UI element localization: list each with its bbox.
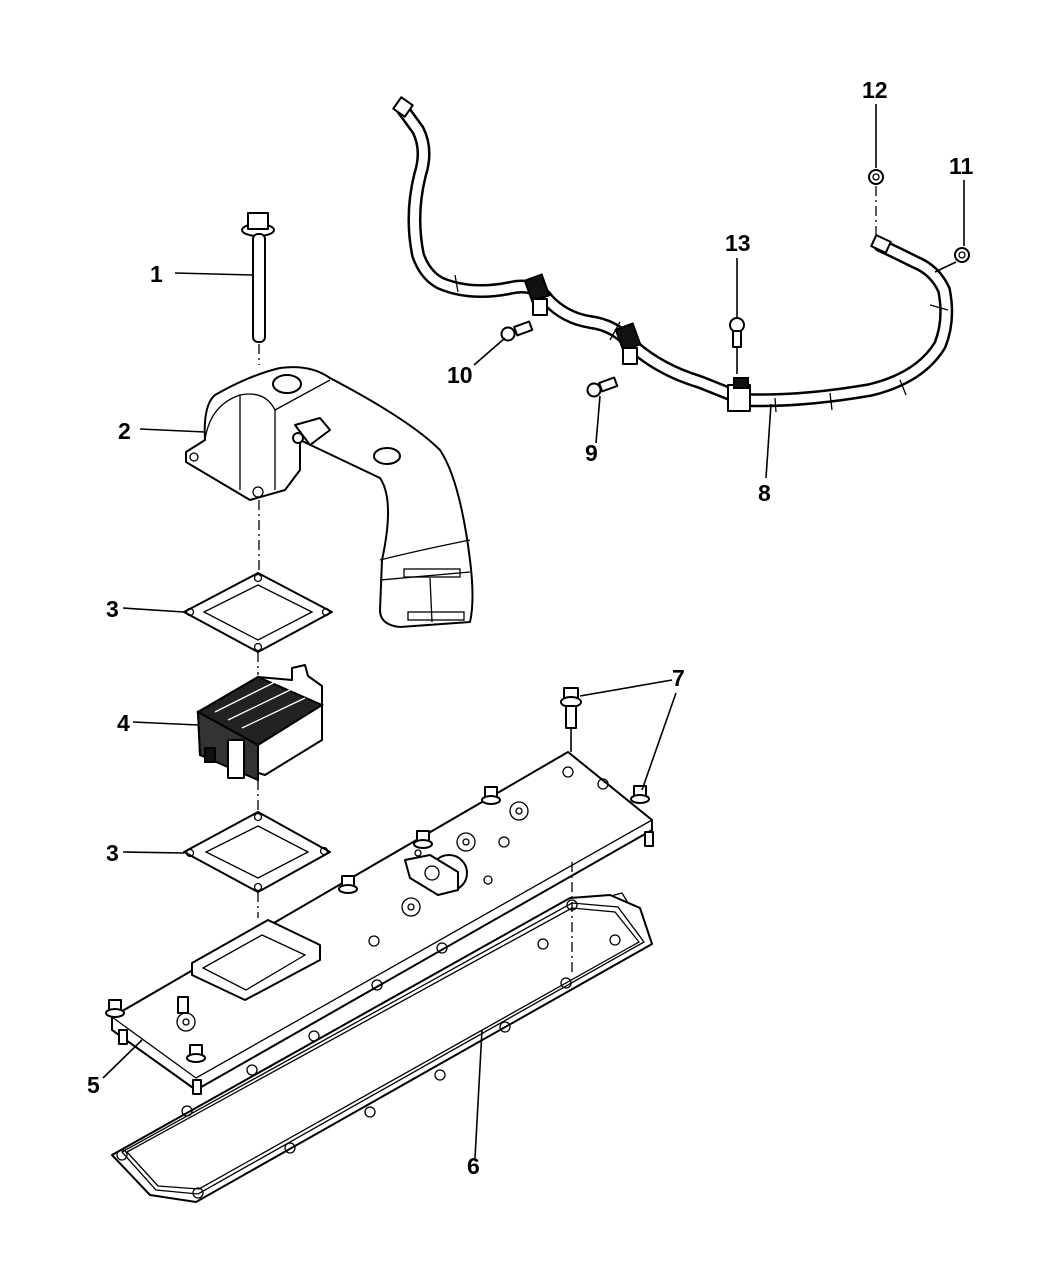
callout-8[interactable]: 8 xyxy=(758,480,771,506)
leader-lines xyxy=(102,104,965,1159)
cover-plate xyxy=(105,751,654,1095)
bolt-7 xyxy=(560,687,582,752)
callout-13[interactable]: 13 xyxy=(725,230,751,256)
callout-1[interactable]: 1 xyxy=(150,261,163,287)
bolt-13 xyxy=(729,317,745,374)
nut-11 xyxy=(954,247,970,263)
callout-10[interactable]: 10 xyxy=(447,362,473,388)
nut-12 xyxy=(868,169,884,236)
callout-11[interactable]: 11 xyxy=(949,153,974,179)
bolt-10 xyxy=(500,320,534,342)
intake-elbow xyxy=(185,366,474,628)
air-heater xyxy=(195,664,325,812)
cable-harness xyxy=(392,96,954,413)
callout-3-lower[interactable]: 3 xyxy=(106,840,119,866)
gasket-upper xyxy=(183,572,333,675)
callout-5[interactable]: 5 xyxy=(87,1072,100,1098)
bolt-long xyxy=(241,212,275,365)
callout-4[interactable]: 4 xyxy=(117,710,130,736)
callout-12[interactable]: 12 xyxy=(862,77,888,103)
callout-labels: 1 2 3 4 3 5 6 7 8 9 10 11 12 13 xyxy=(87,77,974,1179)
callout-2[interactable]: 2 xyxy=(118,418,131,444)
bolt-9 xyxy=(586,376,619,398)
gasket-lower xyxy=(183,811,331,918)
callout-3-upper[interactable]: 3 xyxy=(106,596,119,622)
callout-7[interactable]: 7 xyxy=(672,665,685,691)
callout-6[interactable]: 6 xyxy=(467,1153,480,1179)
callout-9[interactable]: 9 xyxy=(585,440,598,466)
plate-gasket xyxy=(111,862,653,1203)
